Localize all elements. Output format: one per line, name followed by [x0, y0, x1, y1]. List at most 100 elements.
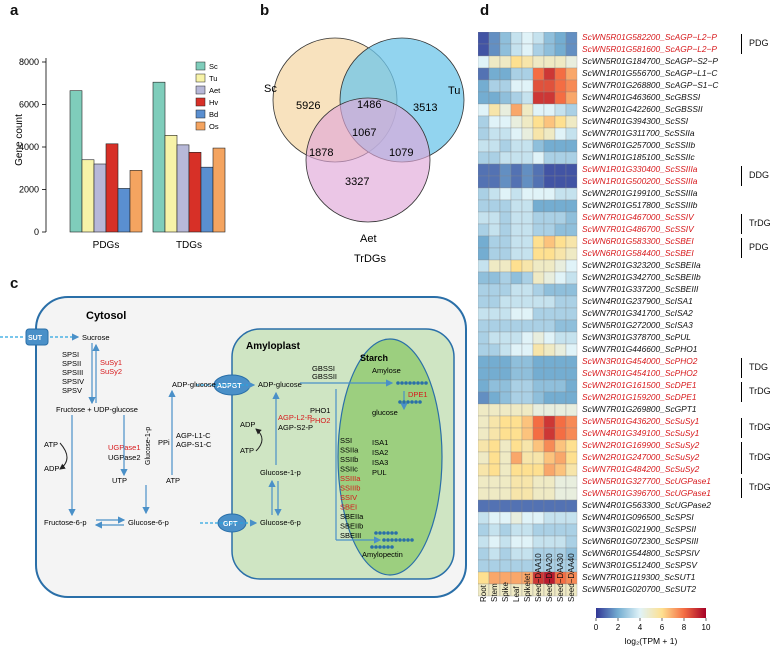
- heatmap-cell: [554, 127, 567, 141]
- heatmap-cell: [488, 499, 501, 513]
- heatmap-cell: [488, 247, 501, 261]
- gene-label: ScWN7R01G269800_ScGPT1: [582, 404, 697, 414]
- heatmap-cell: [565, 43, 578, 57]
- venn-circle-aet: [305, 97, 431, 223]
- heatmap-cell: [478, 415, 490, 429]
- isa-item: ISA1: [372, 438, 388, 447]
- heatmap-cell: [521, 247, 534, 261]
- heatmap-cell: [510, 103, 523, 117]
- glucan-unit: [400, 381, 404, 385]
- gene-label: ScWN6R01G584400_ScSBEI: [582, 248, 694, 258]
- heatmap-cell: [499, 295, 512, 309]
- heatmap-cell: [554, 247, 567, 261]
- gene-label: ScWN5R01G020700_ScSUT2: [582, 584, 697, 594]
- heatmap-cell: [543, 55, 556, 69]
- panel-label-c: c: [10, 275, 19, 292]
- heatmap-cell: [510, 559, 523, 573]
- heatmap-cell: [543, 379, 556, 393]
- heatmap-cell: [554, 103, 567, 117]
- heatmap-cell: [543, 451, 556, 465]
- category-label: TDGs: [176, 240, 202, 251]
- ss-item: SSIIc: [340, 465, 358, 474]
- heatmap-cell: [510, 32, 523, 45]
- heatmap-cell: [543, 163, 556, 177]
- heatmap-cell: [532, 127, 545, 141]
- heatmap-cell: [499, 211, 512, 225]
- amylose-chain-icon: [396, 381, 428, 404]
- heatmap-cell: [510, 535, 523, 549]
- column-label: Seed−DAA30: [556, 553, 565, 602]
- heatmap-cell: [554, 427, 567, 441]
- heatmap-cell: [510, 187, 523, 201]
- heatmap-cell: [510, 151, 523, 165]
- heatmap-cell: [521, 427, 534, 441]
- gene-label: ScWN1R01G500200_ScSSIIIa: [582, 176, 698, 186]
- gene-label: ScWN1R01G556700_ScAGP−L1−C: [582, 68, 718, 78]
- gene-label: ScWN3R01G512400_ScSPSV: [582, 560, 697, 570]
- sps-item: SPSI: [62, 350, 79, 359]
- heatmap-cell: [521, 547, 534, 561]
- heatmap-cell: [499, 523, 512, 537]
- glucan-unit: [410, 400, 414, 404]
- legend-label-Bd: Bd: [209, 110, 218, 119]
- glucan-unit: [412, 381, 416, 385]
- heatmap-cell: [543, 343, 556, 357]
- heatmap-cell: [499, 331, 512, 345]
- heatmap-cell: [565, 475, 578, 489]
- gene-label: ScWN4R01G237900_ScISA1: [582, 296, 693, 306]
- bar-Os-PDGs: [129, 170, 143, 233]
- glucan-unit: [420, 381, 424, 385]
- heatmap-cell: [565, 367, 578, 381]
- gene-label: ScWN3R01G378700_ScPUL: [582, 332, 691, 342]
- heatmap-cell: [510, 115, 523, 129]
- gene-label: ScWN2R01G517800_ScSSIIIb: [582, 200, 698, 210]
- legend-label-Aet: Aet: [209, 86, 221, 95]
- heatmap-cell: [554, 67, 567, 81]
- ss-list: SSISSIIaSSIIbSSIIcSSIIIaSSIIIbSSIVSBEISB…: [340, 436, 364, 540]
- glucan-unit: [386, 531, 390, 535]
- pho1-label: PHO1: [310, 406, 330, 415]
- heatmap-cell: [565, 79, 578, 93]
- heatmap-cell: [478, 511, 490, 525]
- column-label: Leaf: [512, 586, 521, 602]
- heatmap-cell: [478, 427, 490, 441]
- amylopectin-chain-icon: [370, 531, 414, 549]
- heatmap-cell: [499, 499, 512, 513]
- heatmap-cell: [521, 403, 534, 417]
- bar-Tu-TDGs: [164, 135, 178, 233]
- heatmap-cell: [478, 283, 490, 297]
- gpt-label: GPT: [223, 521, 238, 528]
- heatmap-cell: [543, 67, 556, 81]
- heatmap-cell: [521, 523, 534, 537]
- y-tick-label: 6000: [19, 100, 39, 110]
- heatmap-cell: [521, 79, 534, 93]
- heatmap-cell: [532, 271, 545, 285]
- glucan-unit: [386, 538, 390, 542]
- heatmap-cell: [565, 403, 578, 417]
- heatmap-cell: [565, 463, 578, 477]
- heatmap-cell: [565, 535, 578, 549]
- fructose-udp-label: Fructose + UDP-glucose: [56, 405, 138, 414]
- gene-label: ScWN5R01G184700_ScAGP−S2−P: [582, 56, 718, 66]
- heatmap-cell: [532, 103, 545, 117]
- heatmap-cell: [478, 151, 490, 165]
- heatmap-cell: [532, 523, 545, 537]
- bracket-line: [741, 382, 742, 402]
- heatmap-cell: [488, 415, 501, 429]
- heatmap-cell: [488, 151, 501, 165]
- heatmap-cell: [565, 139, 578, 153]
- heatmap-cell: [499, 199, 512, 213]
- heatmap-cell: [565, 319, 578, 333]
- heatmap-cell: [521, 391, 534, 405]
- gene-label: ScWN7R01G119300_ScSUT1: [582, 572, 696, 582]
- heatmap-cell: [532, 199, 545, 213]
- heatmap-cell: [521, 379, 534, 393]
- column-label: Root: [479, 585, 488, 602]
- legend-label-Tu: Tu: [209, 74, 217, 83]
- heatmap-cell: [543, 439, 556, 453]
- sut-label: SUT: [28, 335, 43, 342]
- scale-label: log₂(TPM + 1): [625, 636, 678, 646]
- heatmap-cell: [499, 55, 512, 69]
- heatmap-cell: [478, 319, 490, 333]
